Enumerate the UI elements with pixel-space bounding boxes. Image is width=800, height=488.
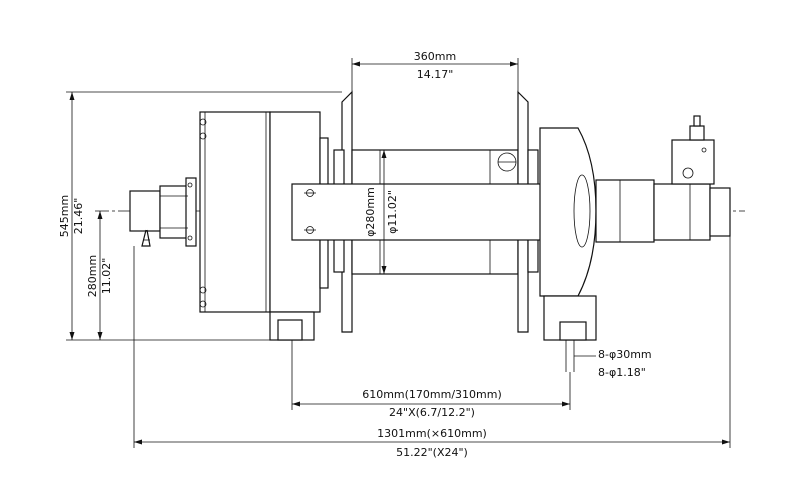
height-in: 21.46" [72,198,85,235]
dim-drum-width: 360mm 14.17" [351,50,519,92]
dim-overall-length: 1301mm(×610mm) 51.22"(X24") [133,236,731,459]
mount-holes-mm: 8-φ30mm [598,348,652,361]
drum-width-in: 14.17" [417,68,454,81]
tie-bar [291,183,573,241]
dim-drum-diameter: φ280mm φ11.02" [364,150,399,274]
mount-holes-in: 8-φ1.18" [598,366,646,379]
mount-span-in: 24"X(6.7/12.2") [389,406,475,419]
dim-mount-holes: 8-φ30mm 8-φ1.18" [565,340,652,379]
overall-length-mm: 1301mm(×610mm) [377,427,487,440]
dim-mount-span: 610mm(170mm/310mm) 24"X(6.7/12.2") [291,340,571,419]
dim-center-height: 280mm 11.02" [86,211,113,340]
drum-width-mm: 360mm [414,50,456,63]
overall-length-in: 51.22"(X24") [396,446,468,459]
center-height-in: 11.02" [100,258,113,295]
brake-valve-unit [129,177,197,247]
center-height-mm: 280mm [86,255,99,297]
mount-span-mm: 610mm(170mm/310mm) [362,388,502,401]
drum-dia-mm: φ280mm [364,187,377,237]
height-mm: 545mm [58,195,71,237]
hydraulic-motor [595,115,731,243]
drum-dia-in: φ11.02" [386,190,399,234]
right-support [539,127,597,341]
